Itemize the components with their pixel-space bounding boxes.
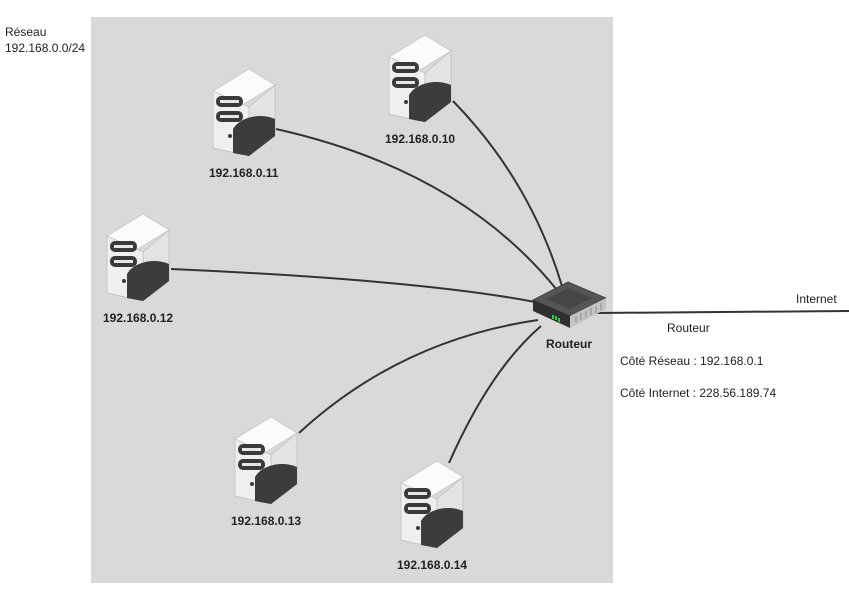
server-ip-label: 192.168.0.11 bbox=[209, 166, 279, 180]
link-server-13 bbox=[298, 319, 539, 434]
server-icon bbox=[400, 460, 464, 549]
router-wan-address: Côté Internet : 228.56.189.74 bbox=[620, 386, 777, 400]
server-ip-label: 192.168.0.10 bbox=[385, 132, 456, 146]
link-internet bbox=[595, 310, 849, 314]
server-icon bbox=[212, 68, 276, 157]
link-server-12 bbox=[170, 268, 536, 303]
server-192-168-0-14[interactable]: 192.168.0.14 bbox=[397, 458, 467, 572]
server-192-168-0-12[interactable]: 192.168.0.12 bbox=[103, 211, 173, 325]
link-server-11 bbox=[275, 128, 558, 291]
link-server-14 bbox=[448, 325, 542, 464]
server-192-168-0-11[interactable]: 192.168.0.11 bbox=[209, 66, 279, 180]
router-label: Routeur bbox=[546, 337, 592, 351]
router-lan-address: Côté Réseau : 192.168.0.1 bbox=[620, 354, 764, 368]
internet-label: Internet bbox=[796, 292, 837, 306]
server-192-168-0-13[interactable]: 192.168.0.13 bbox=[231, 414, 301, 528]
router[interactable]: Routeur bbox=[530, 278, 610, 351]
server-icon bbox=[388, 34, 452, 123]
router-icon bbox=[532, 281, 607, 328]
server-icon bbox=[234, 416, 298, 505]
link-server-10 bbox=[452, 100, 563, 287]
server-192-168-0-10[interactable]: 192.168.0.10 bbox=[385, 32, 455, 146]
server-icon bbox=[106, 213, 170, 302]
server-ip-label: 192.168.0.12 bbox=[103, 311, 174, 325]
server-ip-label: 192.168.0.13 bbox=[231, 514, 302, 528]
server-ip-label: 192.168.0.14 bbox=[397, 558, 468, 572]
network-title: Réseau bbox=[5, 25, 47, 39]
router-info-title: Routeur bbox=[667, 321, 710, 335]
network-subnet: 192.168.0.0/24 bbox=[5, 41, 86, 55]
